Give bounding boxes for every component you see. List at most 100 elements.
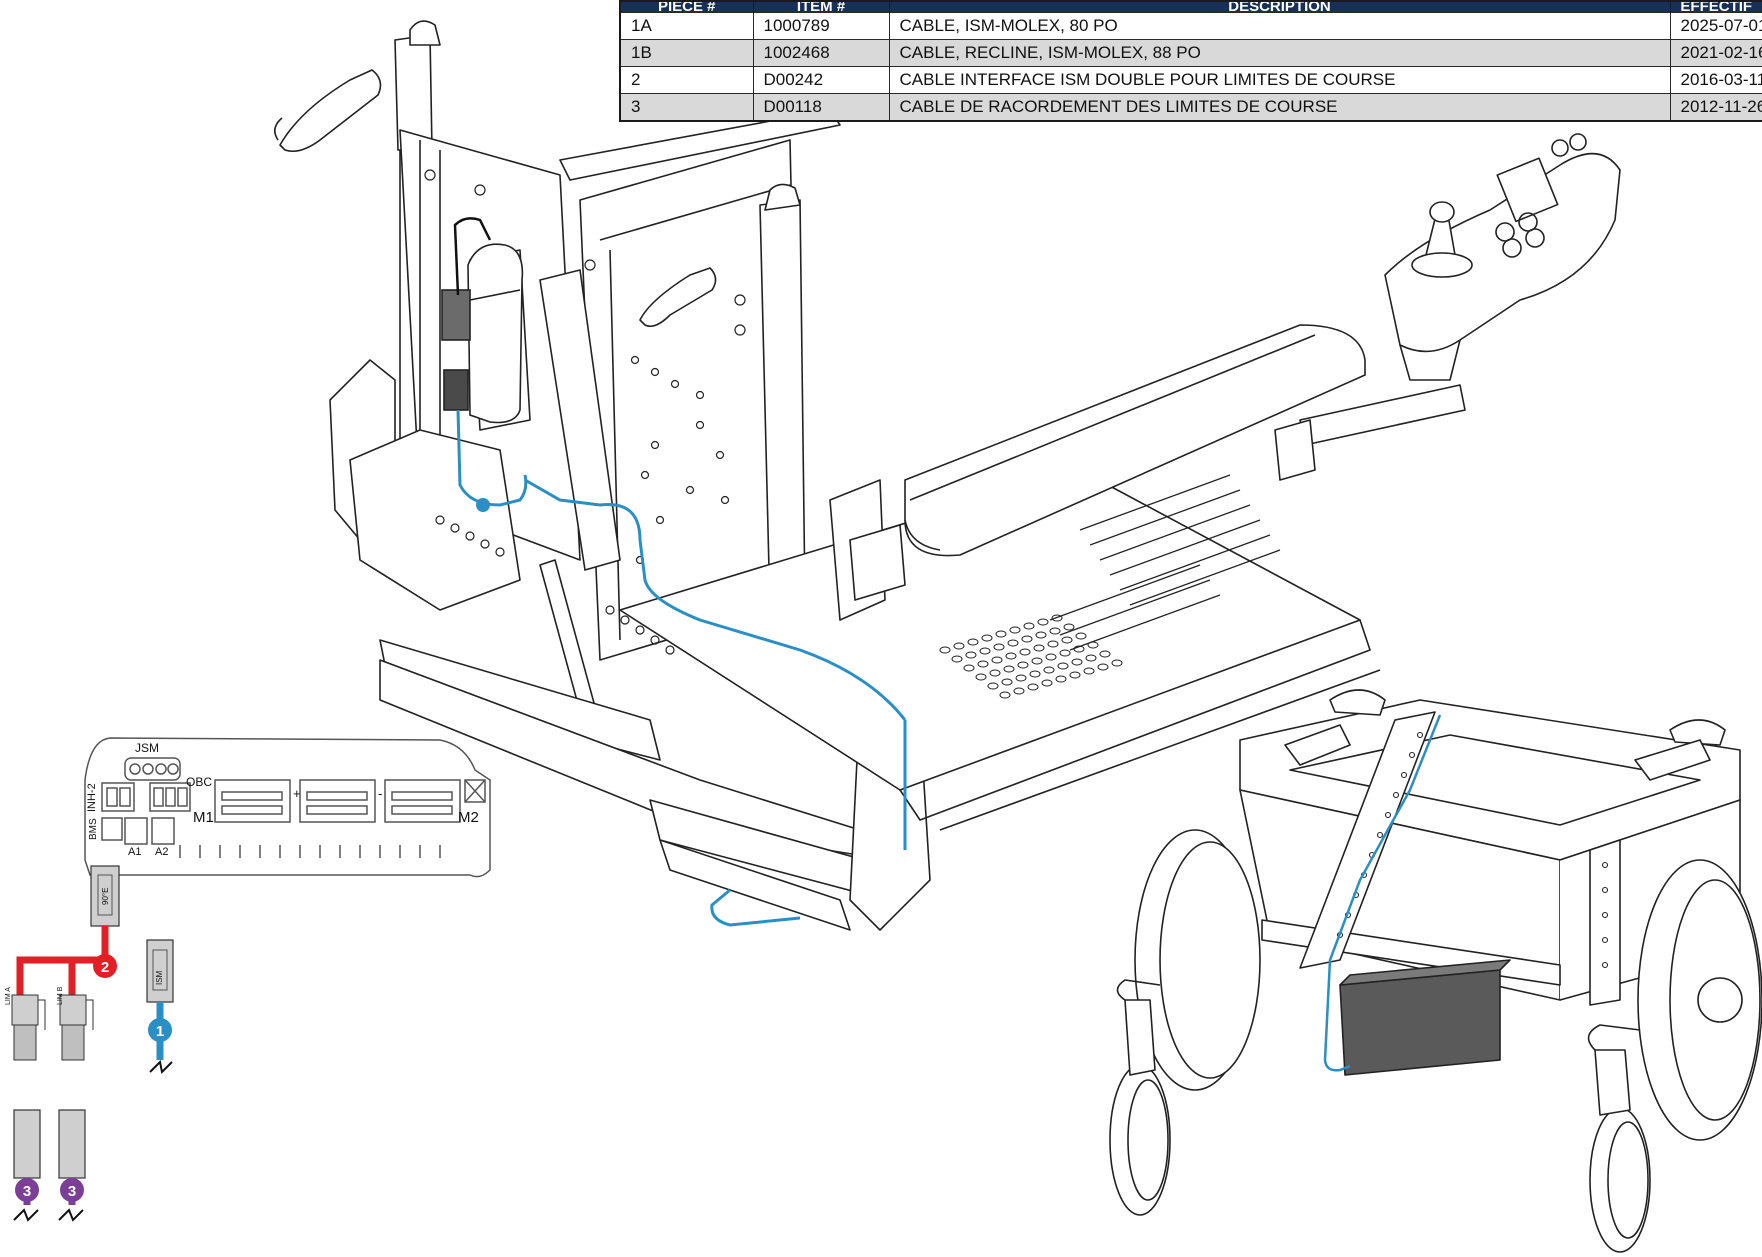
- controller-labels: JSM INH-2 OBC M1 M2 + - BMS A1 A2: [86, 741, 479, 858]
- cell-item: D00118: [752, 93, 890, 122]
- cell-effective: 2021-02-16: [1669, 39, 1762, 67]
- table-row: 3 D00118 CABLE DE RACORDEMENT DES LIMITE…: [619, 93, 1762, 122]
- minus-label: -: [378, 786, 382, 801]
- seat-hole: [1049, 627, 1061, 635]
- obc-label: OBC: [186, 775, 212, 789]
- a1-label: A1: [128, 846, 141, 858]
- recline-actuator: [441, 243, 524, 424]
- cell-description: CABLE, RECLINE, ISM-MOLEX, 88 PO: [888, 39, 1671, 67]
- cell-description: CABLE INTERFACE ISM DOUBLE POUR LIMITES …: [888, 66, 1671, 94]
- seat-hole: [1083, 667, 1095, 675]
- lim-a-label: LIM A: [5, 987, 12, 1005]
- seat-hole: [1057, 662, 1069, 670]
- seat-hole: [1087, 641, 1099, 649]
- seat-hole: [991, 656, 1003, 664]
- callout-3-text: 3: [68, 1183, 76, 1200]
- table-row: 1A 1000789 CABLE, ISM-MOLEX, 80 PO 2025-…: [619, 12, 1762, 40]
- seat-hole: [1051, 614, 1063, 622]
- backplate-holes: [424, 169, 746, 655]
- power-base-drawing: [1109, 689, 1762, 1253]
- cable-2-assembly: 90°E LIM A LIM B 2: [5, 865, 120, 1061]
- seat-hole: [967, 638, 979, 646]
- seat-holes: [939, 614, 1123, 699]
- seat-hole: [1047, 640, 1059, 648]
- seat-hole: [1111, 659, 1123, 667]
- seat-hole: [953, 642, 965, 650]
- seat-hole: [977, 660, 989, 668]
- seat-hole: [1059, 649, 1071, 657]
- cell-effective: 2025-07-01: [1669, 12, 1762, 40]
- seat-hole: [1019, 648, 1031, 656]
- seat-hole: [989, 669, 1001, 677]
- seat-hole: [1023, 622, 1035, 630]
- cell-item: 1000789: [752, 12, 890, 40]
- cell-item: 1002468: [752, 39, 890, 67]
- table-header-row: PIECE # ITEM # DESCRIPTION EFFECTIF: [620, 1, 1762, 13]
- cell-item: D00242: [752, 66, 890, 94]
- seat-hole: [1075, 632, 1087, 640]
- seat-hole: [1055, 675, 1067, 683]
- seat-hole: [965, 651, 977, 659]
- callout-3-text: 3: [23, 1183, 31, 1200]
- controller-module: [84, 737, 491, 878]
- cell-piece: 1A: [619, 12, 754, 40]
- lim-b-label: LIM B: [57, 986, 64, 1005]
- seat-hole: [1071, 658, 1083, 666]
- m1-label: M1: [193, 809, 214, 826]
- header-piece: PIECE #: [620, 1, 754, 13]
- actuator-cable: [453, 217, 492, 296]
- cell-effective: 2016-03-11: [1669, 66, 1762, 94]
- seat-hole: [1007, 639, 1019, 647]
- seat-hole: [1031, 657, 1043, 665]
- callout-1-marker: [476, 498, 490, 512]
- header-item: ITEM #: [753, 1, 890, 13]
- cell-piece: 2: [619, 66, 754, 94]
- cell-effective: 2012-11-26: [1669, 93, 1762, 122]
- seat-hole: [1085, 654, 1097, 662]
- a2-label: A2: [155, 846, 168, 858]
- cable-3-assembly-a: 3: [13, 1109, 41, 1222]
- inh2-label: INH-2: [86, 783, 98, 812]
- seat-hole: [993, 643, 1005, 651]
- bms-label: BMS: [88, 818, 99, 840]
- seat-hole: [1003, 665, 1015, 673]
- cell-piece: 3: [619, 93, 754, 122]
- cell-description: CABLE, ISM-MOLEX, 80 PO: [888, 12, 1671, 40]
- seat-hole: [939, 646, 951, 654]
- callout-2-text: 2: [101, 959, 109, 976]
- callout-3-badge: [60, 1178, 84, 1202]
- seat-hole: [1029, 670, 1041, 678]
- table-row: 1B 1002468 CABLE, RECLINE, ISM-MOLEX, 88…: [619, 39, 1762, 67]
- cable-1-routing: [456, 409, 907, 927]
- seat-hole: [1073, 645, 1085, 653]
- seat-hole: [1033, 644, 1045, 652]
- callout-1-badge: [148, 1018, 172, 1042]
- cable-1-base-routing: [1323, 714, 1442, 1072]
- seat-hole: [1005, 652, 1017, 660]
- cell-piece: 1B: [619, 39, 754, 67]
- seat-hole: [1037, 618, 1049, 626]
- cell-description: CABLE DE RACORDEMENT DES LIMITES DE COUR…: [888, 93, 1671, 122]
- callout-1-text: 1: [156, 1023, 164, 1040]
- parts-table: PIECE # ITEM # DESCRIPTION EFFECTIF 1A 1…: [619, 0, 1762, 122]
- m2-label: M2: [458, 809, 479, 826]
- seat-hole: [951, 655, 963, 663]
- seat-hole: [979, 647, 991, 655]
- seat-hole: [1069, 671, 1081, 679]
- seat-hole: [1099, 650, 1111, 658]
- seat-hole: [1043, 666, 1055, 674]
- seat-hole: [1017, 661, 1029, 669]
- seat-hole: [999, 691, 1011, 699]
- header-description: DESCRIPTION: [889, 1, 1671, 13]
- seat-hole: [1063, 623, 1075, 631]
- seat-hole: [1009, 626, 1021, 634]
- seat-hole: [1045, 653, 1057, 661]
- table-row: 2 D00242 CABLE INTERFACE ISM DOUBLE POUR…: [619, 66, 1762, 94]
- seat-hole: [1013, 687, 1025, 695]
- seat-hole: [1097, 663, 1109, 671]
- seat-hole: [987, 682, 999, 690]
- conn-code-2: 90°E: [101, 888, 110, 905]
- cable-3-assembly-b: 3: [58, 1109, 86, 1222]
- jsm-label: JSM: [135, 741, 159, 755]
